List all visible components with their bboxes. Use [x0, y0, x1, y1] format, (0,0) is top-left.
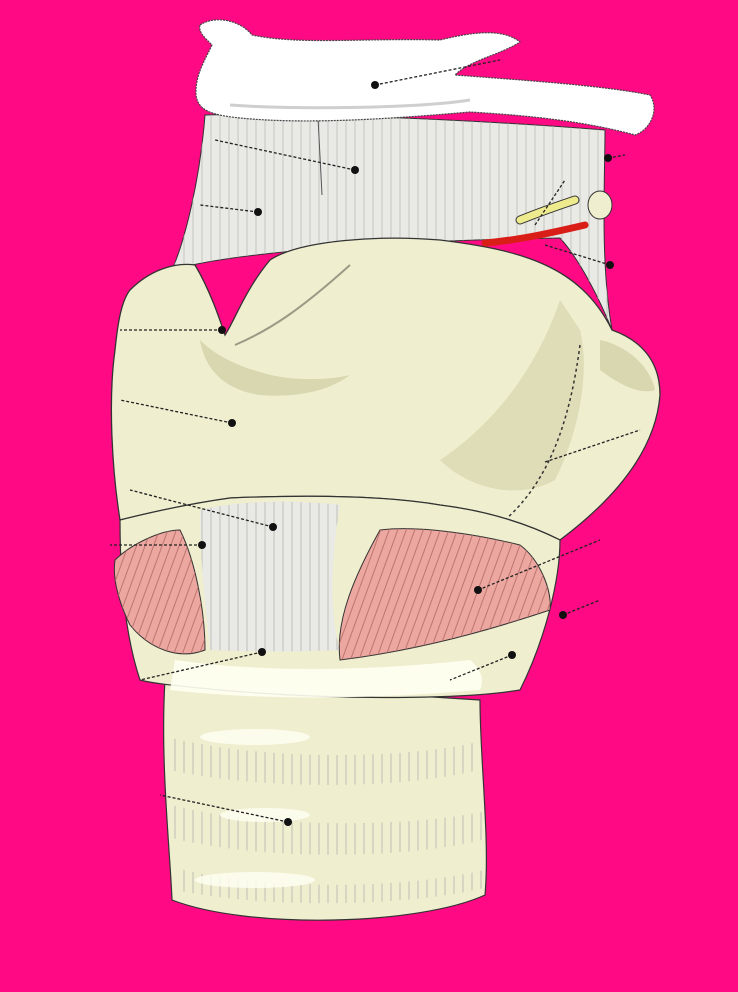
leader-dot	[228, 419, 236, 427]
trachea	[164, 680, 487, 920]
ring-highlight	[200, 729, 310, 745]
leader-dot	[198, 541, 206, 549]
leader-dot	[258, 648, 266, 656]
leader-dot	[508, 651, 516, 659]
leader-dot	[218, 326, 226, 334]
leader-dot	[254, 208, 262, 216]
leader-dot	[559, 611, 567, 619]
leader-dot	[269, 523, 277, 531]
leader-dot	[284, 818, 292, 826]
ring-highlight	[195, 872, 315, 888]
leader-dot	[606, 261, 614, 269]
leader-dot	[351, 166, 359, 174]
leader-dot	[371, 81, 379, 89]
leader-dot	[604, 154, 612, 162]
cricothyroid-membrane-fibers	[200, 502, 340, 652]
leader-dot	[474, 586, 482, 594]
triticeous-cartilage	[588, 191, 612, 219]
